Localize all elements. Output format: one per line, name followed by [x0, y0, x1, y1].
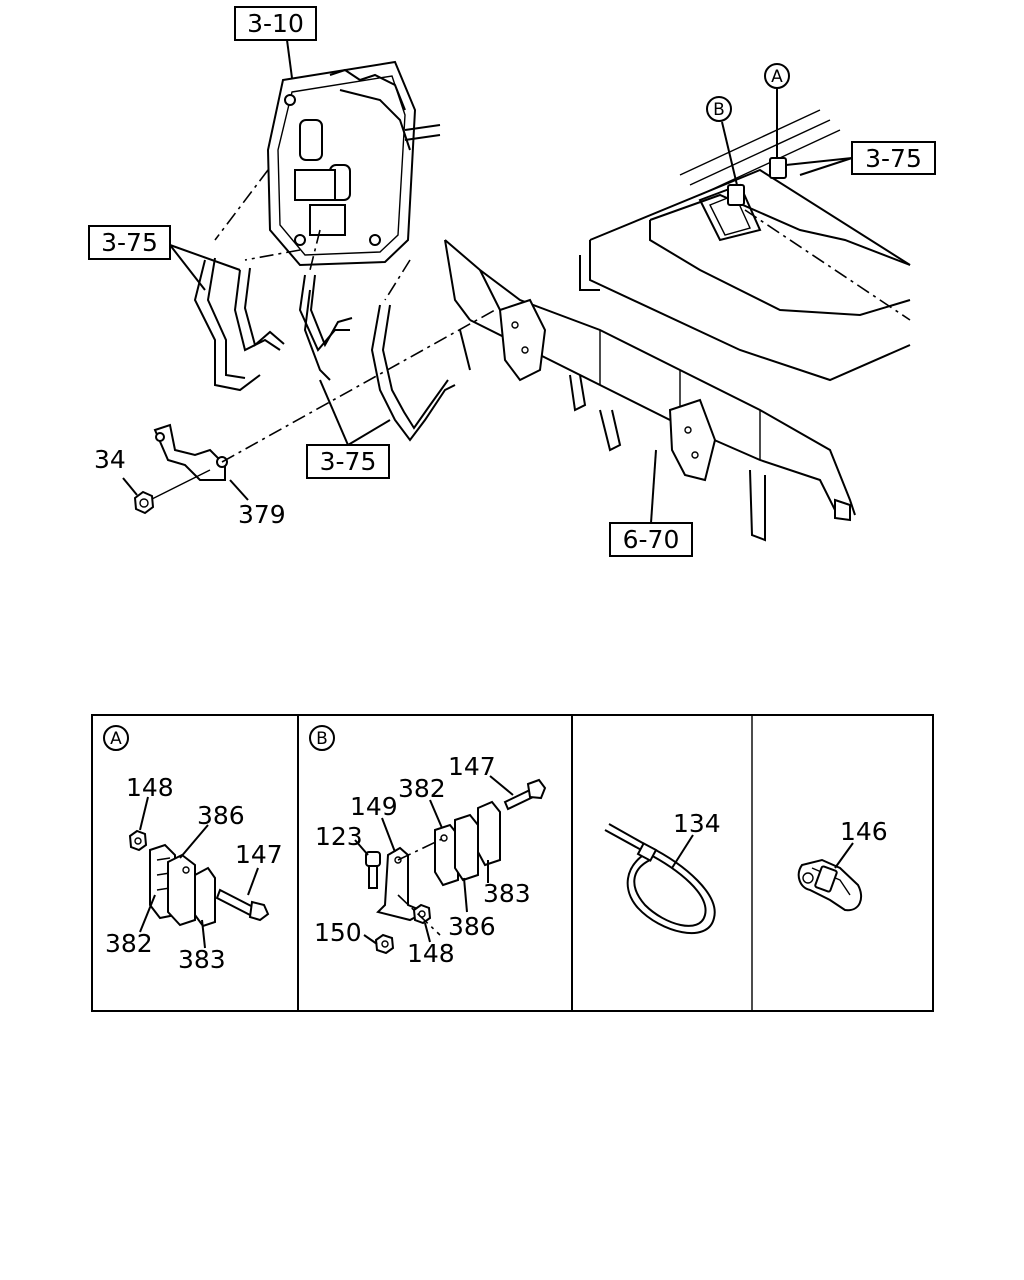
- label-b-150: 150: [314, 918, 362, 947]
- leader-3-75-bottom-b: [347, 419, 391, 446]
- clamp-383-a: [194, 866, 216, 928]
- label-b-382: 382: [398, 774, 446, 803]
- callout-a-label: A: [771, 67, 783, 87]
- detail-panel-a: A 148 386 147 382 383: [103, 725, 283, 974]
- bolt-123-b: [365, 851, 381, 889]
- callout-b-label: B: [713, 100, 725, 120]
- callout-a-marker: A: [764, 63, 790, 89]
- label-a-383: 383: [178, 945, 226, 974]
- label-b-147: 147: [448, 752, 496, 781]
- label-b-383: 383: [483, 879, 531, 908]
- leader-a-147: [247, 867, 259, 896]
- b-axis-a: [397, 837, 445, 861]
- hoses: [193, 169, 456, 442]
- bolt-axis-line: [221, 309, 496, 463]
- cab-floor: [579, 109, 911, 382]
- leader-6-70: [650, 449, 657, 524]
- ref-3-75-left-label: 3-75: [101, 228, 158, 257]
- leader-3-75-right-a: [785, 157, 853, 166]
- ref-6-70-box: 6-70: [609, 522, 693, 557]
- leader-b-382: [429, 799, 443, 829]
- label-b-123: 123: [315, 822, 363, 851]
- leader-b-148: [424, 922, 431, 943]
- detail-panel-b: B: [309, 725, 547, 968]
- ref-3-75-bottom-label: 3-75: [320, 447, 377, 476]
- nut-axis-line: [149, 469, 211, 501]
- leader-b: [721, 121, 738, 186]
- leader-3-75-left-b: [169, 244, 241, 271]
- leader-b-386: [463, 877, 468, 913]
- panel-a-marker: A: [103, 725, 129, 751]
- leader-3-10: [286, 39, 293, 79]
- nut-148-a: [128, 829, 148, 852]
- detail-panels-table: [91, 714, 934, 1012]
- nut-34: [133, 490, 155, 515]
- clamp-386-b: [454, 813, 479, 882]
- chassis-frame: [444, 239, 856, 542]
- panel-b-id: B: [316, 729, 328, 749]
- leader-a-148: [139, 796, 149, 831]
- leader-146: [834, 842, 854, 869]
- ref-3-75-right-label: 3-75: [865, 144, 922, 173]
- valve-assembly: [266, 60, 441, 267]
- ref-6-70-label: 6-70: [623, 525, 680, 554]
- clamp-386-a: [167, 853, 196, 927]
- b-axis-b: [397, 894, 441, 936]
- ref-3-75-left-box: 3-75: [88, 225, 171, 260]
- callout-b-marker: B: [706, 96, 732, 122]
- leader-134: [671, 834, 694, 869]
- ref-3-75-right-box: 3-75: [851, 141, 936, 175]
- leader-3-75-bottom-a: [319, 379, 349, 446]
- label-a-382: 382: [105, 929, 153, 958]
- leader-a-383: [201, 919, 206, 949]
- part-label-34: 34: [94, 445, 126, 474]
- nut-148-b: [412, 903, 432, 925]
- clamp-383-b: [477, 800, 501, 867]
- label-134: 134: [673, 809, 721, 838]
- leader-3-75-left-a: [169, 244, 206, 291]
- ref-3-10-label: 3-10: [247, 9, 304, 38]
- ref-3-75-bottom-box: 3-75: [306, 444, 390, 479]
- label-b-148: 148: [407, 939, 455, 968]
- leader-b-123: [354, 839, 369, 856]
- label-a-148: 148: [126, 773, 174, 802]
- leader-3-75-right-b: [799, 157, 853, 176]
- label-b-386: 386: [448, 912, 496, 941]
- ref-3-10-box: 3-10: [234, 6, 317, 41]
- label-a-386: 386: [197, 801, 245, 830]
- label-146: 146: [840, 817, 888, 846]
- detail-panel-clip: 146: [797, 817, 888, 912]
- label-b-149: 149: [350, 792, 398, 821]
- leader-34: [122, 477, 138, 496]
- nut-150-b: [374, 933, 395, 955]
- leader-b-147: [489, 775, 514, 796]
- leader-b-150: [363, 934, 378, 945]
- leader-a-386: [179, 824, 209, 859]
- label-a-147: 147: [235, 840, 283, 869]
- bolt-147-a: [215, 888, 270, 922]
- panel-b-marker: B: [309, 725, 335, 751]
- leader-a-382: [139, 894, 156, 933]
- bracket-379: [153, 423, 228, 481]
- bolt-147-b: [503, 778, 547, 811]
- leader-379: [229, 479, 249, 501]
- panel-a-id: A: [110, 729, 122, 749]
- cable-tie-134: [604, 823, 716, 934]
- part-label-379: 379: [238, 500, 286, 529]
- clip-146: [797, 858, 863, 912]
- leader-b-149: [381, 817, 396, 853]
- detail-panel-cable-tie: 134: [604, 809, 721, 934]
